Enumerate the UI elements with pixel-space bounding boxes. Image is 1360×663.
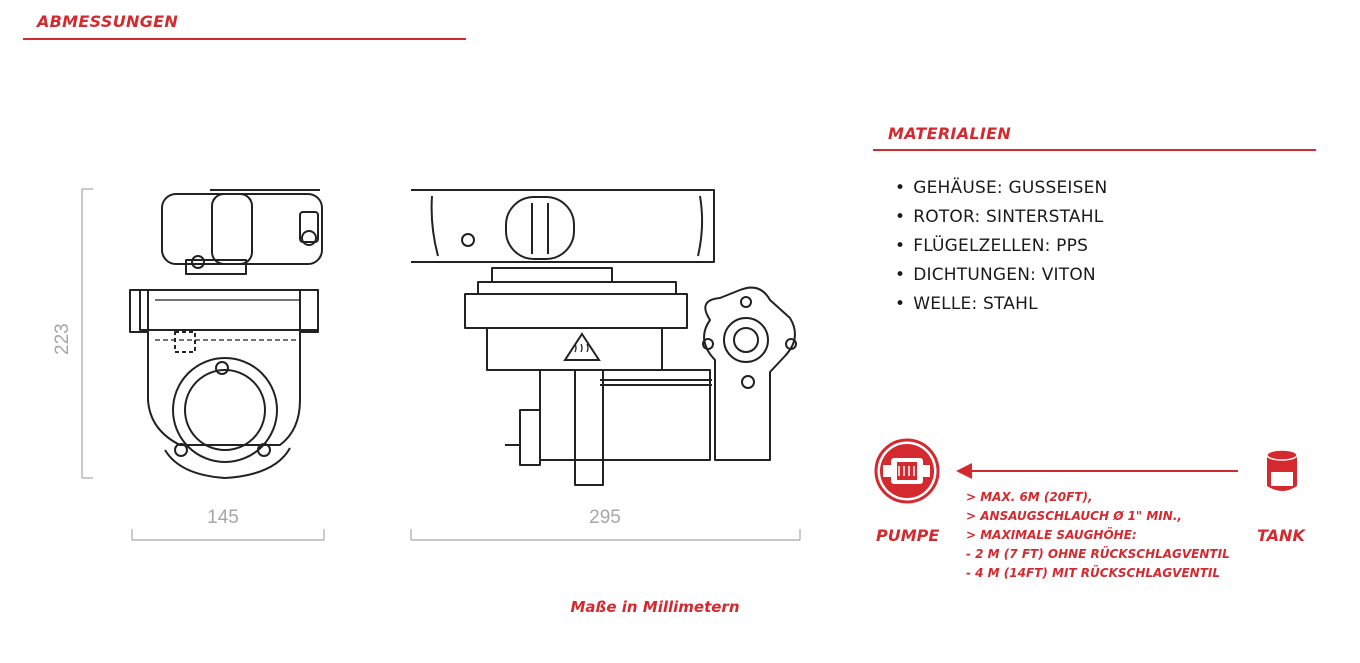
units-caption: Maße in Millimetern — [570, 598, 740, 616]
tank-icon — [1266, 449, 1298, 491]
dimension-width-label: 145 — [207, 507, 239, 528]
dimension-height-line — [81, 188, 93, 479]
suction-specs-list: > MAX. 6M (20FT), > ANSAUGSCHLAUCH Ø 1" … — [966, 488, 1230, 583]
list-item: > MAX. 6M (20FT), — [966, 490, 1093, 504]
list-item: ROTOR: SINTERSTAHL — [895, 205, 1107, 234]
materials-list: GEHÄUSE: GUSSEISEN ROTOR: SINTERSTAHL FL… — [895, 176, 1107, 321]
list-item: FLÜGELZELLEN: PPS — [895, 234, 1107, 263]
list-item: > ANSAUGSCHLAUCH Ø 1" MIN., — [966, 509, 1182, 523]
title-underline — [23, 38, 466, 40]
dimension-length-label: 295 — [589, 507, 621, 528]
list-item: - 4 M (14FT) MIT RÜCKSCHLAGVENTIL — [966, 566, 1220, 580]
pump-side-view — [411, 189, 797, 486]
arrow-left-icon — [956, 463, 1238, 479]
section-title-materials: MATERIALIEN — [888, 124, 1012, 143]
list-item: > MAXIMALE SAUGHÖHE: — [966, 528, 1137, 542]
section-title-dimensions: ABMESSUNGEN — [37, 12, 179, 31]
tank-label: TANK — [1257, 526, 1305, 545]
list-item: GEHÄUSE: GUSSEISEN — [895, 176, 1107, 205]
list-item: - 2 M (7 FT) OHNE RÜCKSCHLAGVENTIL — [966, 547, 1230, 561]
pump-label: PUMPE — [876, 526, 940, 545]
pump-icon — [874, 438, 940, 504]
list-item: DICHTUNGEN: VITON — [895, 263, 1107, 292]
list-item: WELLE: STAHL — [895, 292, 1107, 321]
hot-surface-warning-icon — [563, 332, 601, 361]
dimension-width-line — [131, 529, 325, 541]
pump-front-view — [129, 189, 323, 479]
materials-underline — [873, 149, 1316, 151]
dimension-length-line — [410, 529, 801, 541]
